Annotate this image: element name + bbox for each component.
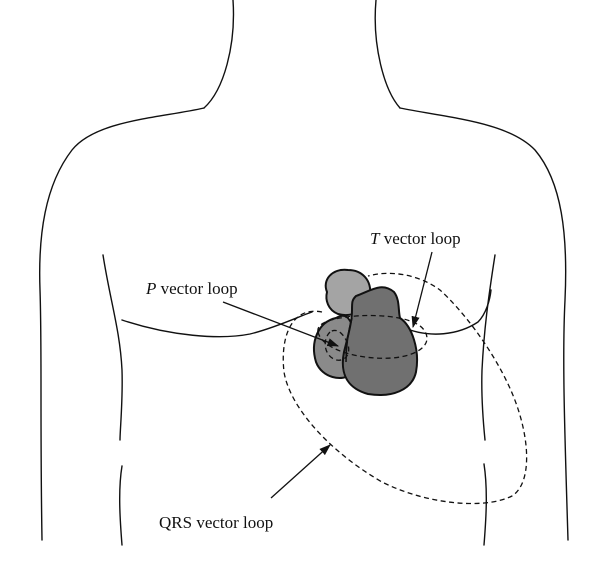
heart-seam: [345, 317, 353, 363]
side-crease-right: [483, 463, 488, 546]
armpit-left: [102, 254, 123, 441]
heart: [313, 268, 418, 396]
vector-loops: [282, 272, 528, 505]
armpit-right: [481, 254, 496, 441]
p-loop-pointer: [222, 301, 340, 347]
t-loop-label: T vector loop: [370, 229, 461, 248]
shoulder-left: [39, 107, 205, 541]
p-loop-label: P vector loop: [145, 279, 238, 298]
qrs-loop-label: QRS vector loop: [159, 513, 273, 532]
qrs-vector-loop: [282, 272, 528, 505]
neck-left: [203, 0, 235, 109]
shoulder-right: [399, 107, 569, 541]
heart-right-ventricle: [341, 286, 418, 396]
qrs-loop-pointer: [270, 444, 331, 499]
neck-right: [374, 0, 401, 109]
t-vector-loop: [317, 314, 428, 359]
chest-contour-right: [399, 289, 492, 335]
pectoral-line: [121, 311, 313, 338]
label-pointers: [222, 251, 433, 499]
torso-outline: [39, 0, 569, 546]
t-loop-pointer: [411, 251, 433, 329]
side-crease-left: [118, 465, 123, 546]
